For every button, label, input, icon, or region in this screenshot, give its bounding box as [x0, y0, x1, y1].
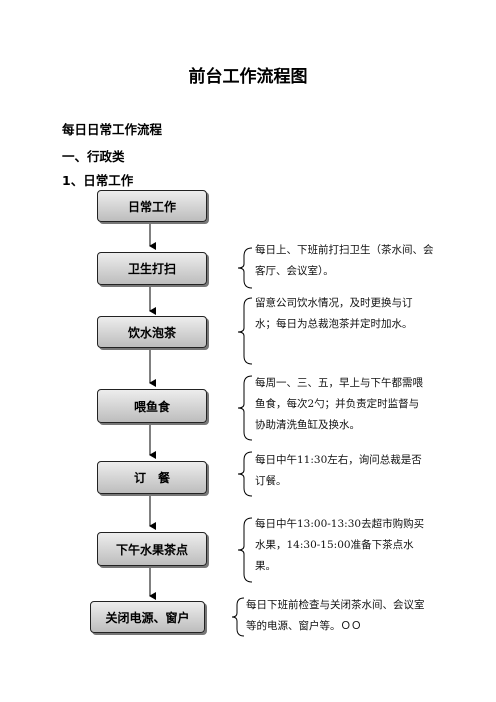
subsection-heading: 一、行政类: [62, 149, 125, 164]
flow-step-note: 留意公司饮水情况，及时更换与订水；每日为总裁泡茶并定时加水。: [255, 297, 413, 330]
flow-step-note: 每日上、下班前打扫卫生（茶水间、会客厅、会议室）。: [255, 244, 434, 277]
flow-start-box: 日常工作: [97, 190, 207, 222]
flow-step-note: 每日中午13:00-13:30去超市购购买水果，14:30-15:00准备下茶点…: [255, 518, 425, 572]
flow-step-box: 卫生打扫: [97, 252, 207, 285]
brace-4: [237, 451, 253, 497]
flow-step-note: 每日下班前检查与关闭茶水间、会议室等的电源、窗户等。ＯＯ: [246, 599, 425, 632]
brace-3: [237, 375, 253, 441]
flow-step-box: 关闭电源、窗户: [90, 601, 205, 633]
flow-step-note: 每周一、三、五，早上与下午都需喂鱼食，每次2勺；并负责定时监督与协助清洗鱼缸及换…: [255, 377, 423, 431]
flow-step-box: 饮水泡茶: [97, 316, 207, 348]
item-heading: 1、日常工作: [62, 173, 134, 188]
brace-1: [237, 247, 253, 289]
flow-step-note: 每日中午11:30左右，询问总裁是否订餐。: [255, 454, 422, 487]
flow-step-box: 下午水果茶点: [97, 532, 207, 566]
brace-5: [237, 517, 253, 583]
page-title: 前台工作流程图: [188, 67, 308, 87]
brace-6: [231, 597, 245, 637]
flow-step-box: 订 餐: [97, 461, 207, 494]
brace-2: [237, 297, 253, 365]
section-heading: 每日日常工作流程: [62, 122, 163, 137]
flow-step-box: 喂鱼食: [97, 389, 207, 423]
